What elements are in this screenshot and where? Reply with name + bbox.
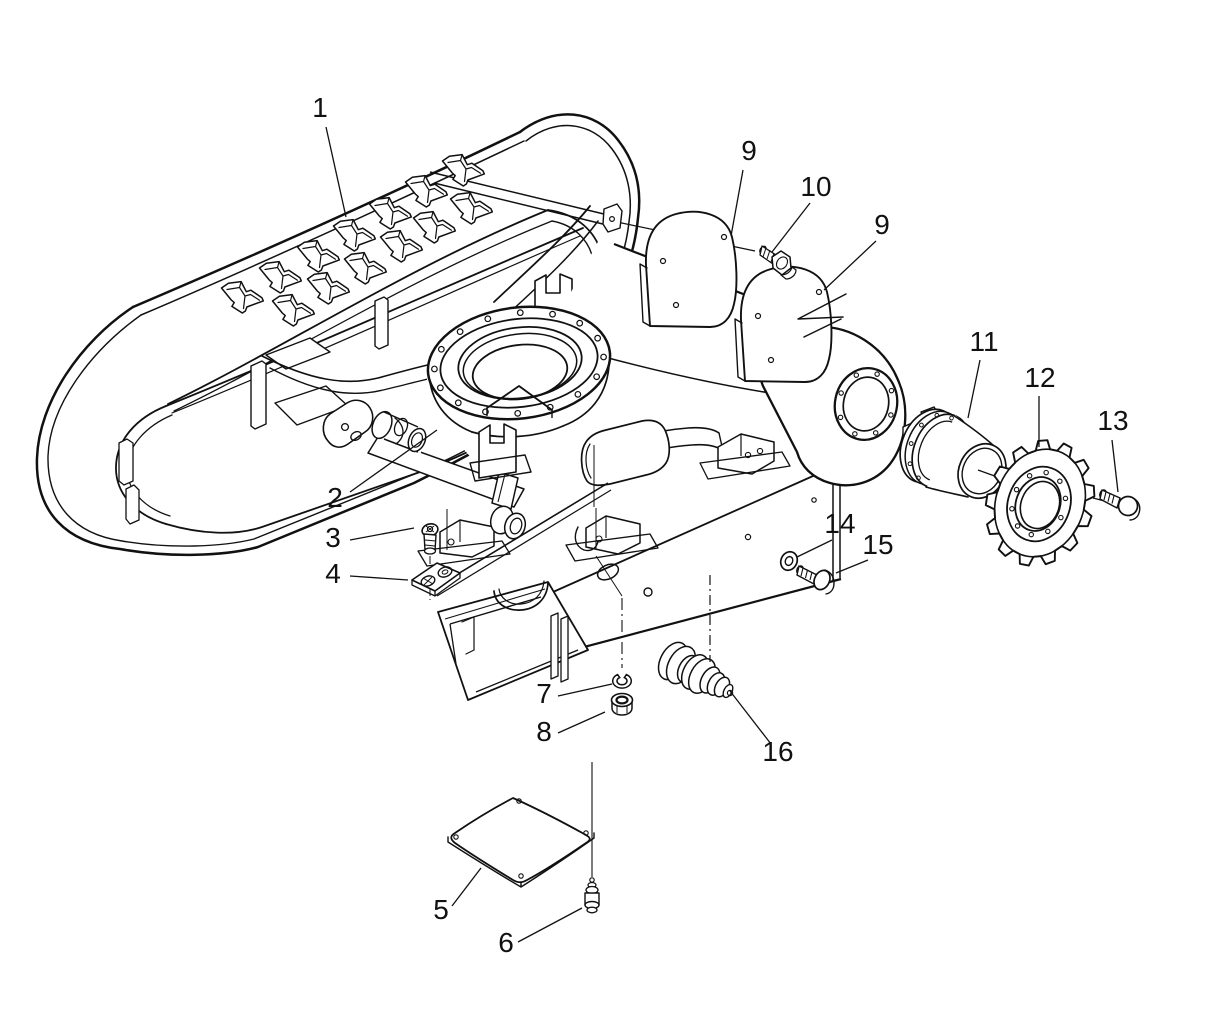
svg-text:13: 13: [1097, 405, 1128, 436]
svg-text:10: 10: [800, 171, 831, 202]
svg-text:3: 3: [325, 522, 341, 553]
svg-text:5: 5: [433, 894, 449, 925]
svg-text:6: 6: [498, 927, 514, 958]
svg-text:1: 1: [312, 92, 328, 123]
svg-text:7: 7: [536, 678, 552, 709]
svg-text:8: 8: [536, 716, 552, 747]
svg-text:11: 11: [969, 326, 998, 357]
svg-text:16: 16: [762, 736, 793, 767]
svg-text:2: 2: [327, 482, 343, 513]
svg-text:15: 15: [862, 529, 893, 560]
svg-text:9: 9: [741, 135, 757, 166]
svg-text:4: 4: [325, 558, 341, 589]
svg-text:12: 12: [1024, 362, 1055, 393]
svg-text:9: 9: [874, 209, 890, 240]
svg-text:14: 14: [824, 508, 855, 539]
